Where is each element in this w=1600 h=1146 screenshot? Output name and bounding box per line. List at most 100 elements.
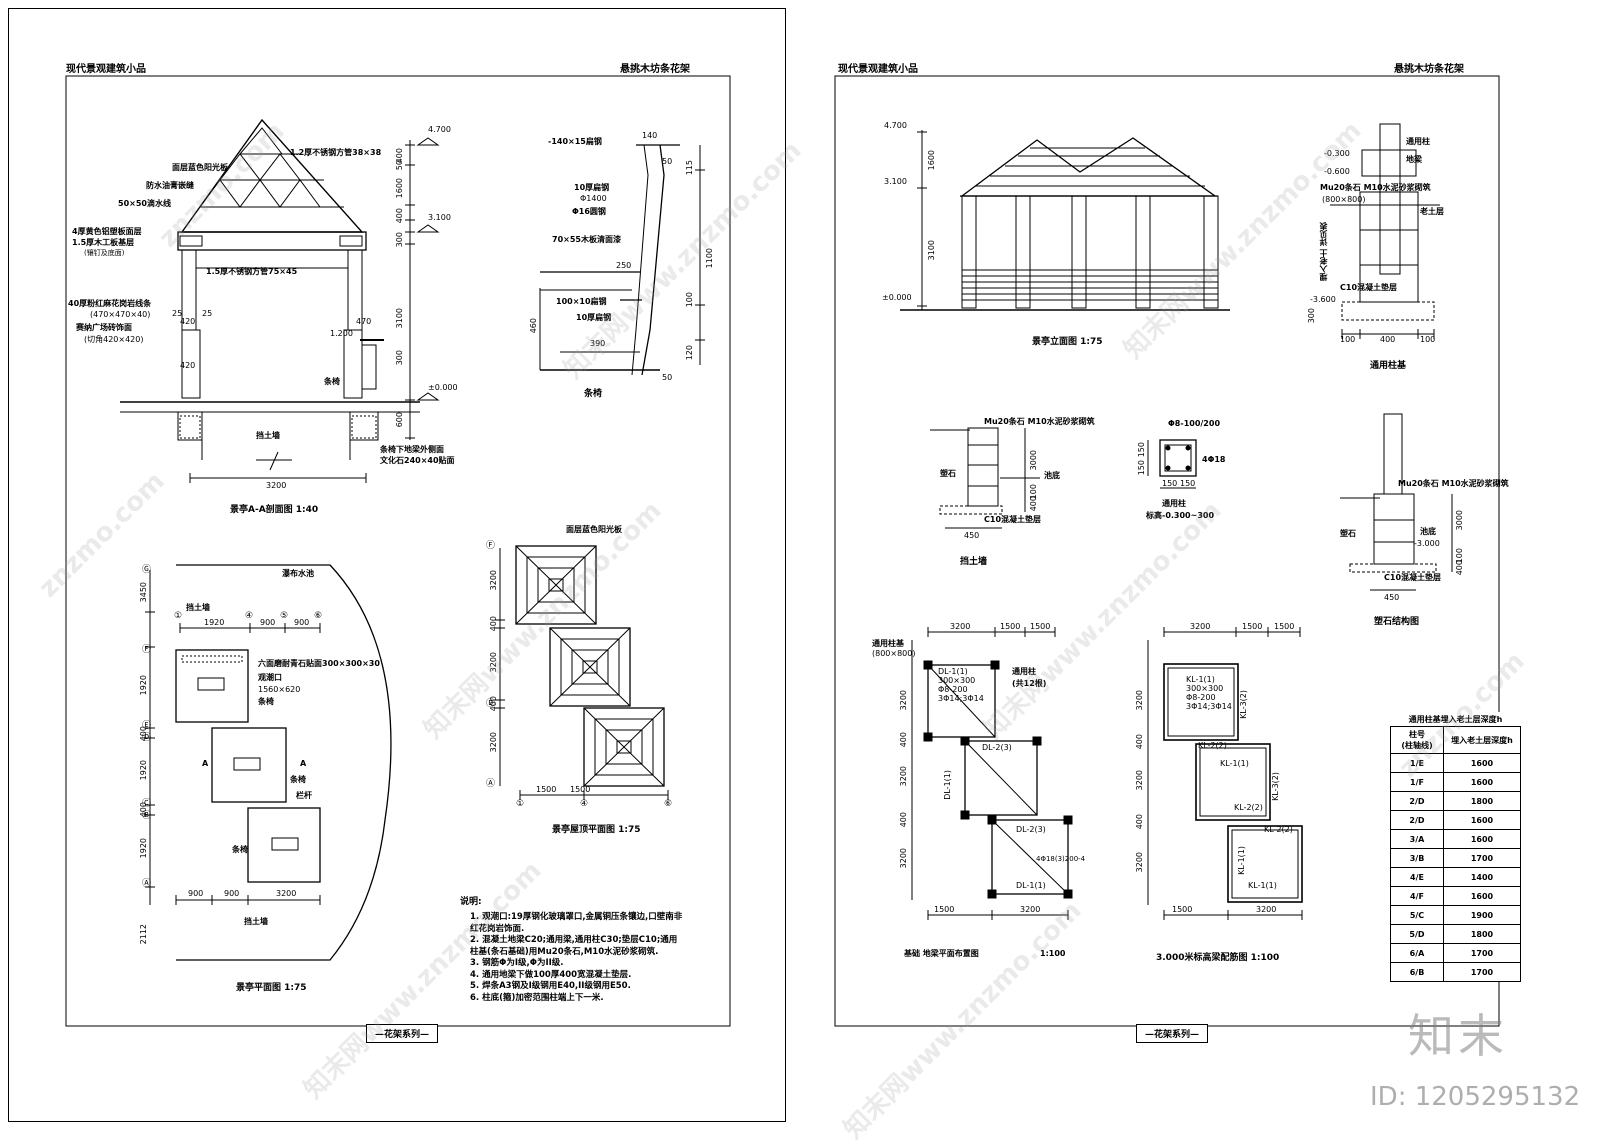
section-note-11: 赛纳广场砖饰面 <box>76 323 132 332</box>
section-note-15: 条椅下地梁外侧面 <box>380 445 444 454</box>
plan-note-8: 栏杆 <box>296 791 312 800</box>
bench-note-6: 100×10扁钢 <box>556 297 607 306</box>
table-cell: 5/C <box>1390 905 1444 925</box>
column-subtitle: 标高-0.300~300 <box>1146 511 1215 520</box>
colbase-elev-3600: -3.600 <box>1310 295 1336 304</box>
colbase-note-6: 埋入老土 详见表 <box>1319 222 1328 281</box>
colbase-dim-400: 400 <box>1380 335 1396 344</box>
section-note-10: (470×470×40) <box>90 310 151 319</box>
colbase-dim-100a: 100 <box>1340 335 1356 344</box>
beam-dim-3200c: 3200 <box>1135 852 1144 873</box>
section-dim-470: 470 <box>356 317 372 326</box>
found-note-2: (800×800) <box>872 649 916 658</box>
table-cell: 2/D <box>1390 810 1444 830</box>
retain-dim-400: 400 <box>1029 496 1038 512</box>
found-note-3: 通用柱 <box>1012 667 1036 676</box>
right-header-title: 悬挑木坊条花架 <box>1394 64 1464 75</box>
table-cell: 1700 <box>1443 943 1521 963</box>
beam-note-9: KL-2(2) <box>1234 803 1263 812</box>
table-cell: 6/A <box>1390 943 1444 963</box>
explain-line: 3. 钢筋Φ为I级,Φ为II级. <box>470 958 564 968</box>
retain-note-3: 池底 <box>1044 471 1060 480</box>
retain-dim-3000: 3000 <box>1029 450 1038 471</box>
rock-structure-title: 塑石结构图 <box>1374 617 1420 627</box>
bench-dim-140: 140 <box>642 131 658 140</box>
table-cell: 4/E <box>1390 867 1444 887</box>
colbase-note-3: Mu20条石 M10水泥砂浆砌筑 <box>1320 183 1431 192</box>
table-caption: 通用柱基埋入老土层深度h <box>1408 714 1503 724</box>
found-note-11: DL-2(3) <box>1016 825 1046 834</box>
beam-note-12: KL-1(1) <box>1248 881 1277 890</box>
beam-note-7: KL-1(1) <box>1220 759 1249 768</box>
roof-dim-1500b: 1500 <box>570 785 591 794</box>
column-dim-150b: 150 <box>1137 460 1146 476</box>
roof-dim-1500a: 1500 <box>536 785 557 794</box>
bench-dim-1100: 1100 <box>705 248 714 269</box>
section-dim-1600: 1600 <box>395 178 404 199</box>
section-dim-420a: 420 <box>180 317 196 326</box>
explain-line: 1. 观潮口:19厚钢化玻璃罩口,金属铜压条镶边,口壁南非 <box>470 912 683 922</box>
plan-section-mark-a1: A <box>202 759 209 768</box>
column-note-1: Φ8-100/200 <box>1168 419 1221 428</box>
roof-axis-4: ④ <box>580 799 589 809</box>
bench-dim-390: 390 <box>590 339 606 348</box>
explain-title: 说明: <box>460 897 482 907</box>
found-dim-1500a: 1500 <box>1000 622 1021 631</box>
plan-dim-1920c: 1920 <box>139 838 148 859</box>
table-cell: 1600 <box>1443 829 1521 849</box>
found-dim-3200c: 3200 <box>899 848 908 869</box>
retaining-wall-drawing <box>930 427 1040 529</box>
rock-dim-400: 400 <box>1455 560 1464 576</box>
beam-note-5: KL-3(2) <box>1239 690 1248 719</box>
table-cell: 1900 <box>1443 905 1521 925</box>
section-note-3: 防水油膏嵌缝 <box>146 181 194 190</box>
section-dim-400b: 400 <box>395 208 404 224</box>
beam-note-4: 3Φ14;3Φ14 <box>1186 702 1232 711</box>
found-dim-3200a: 3200 <box>899 690 908 711</box>
rock-structure-drawing <box>1340 413 1453 591</box>
bench-dim-250: 250 <box>616 261 632 270</box>
retain-note-1: Mu20条石 M10水泥砂浆砌筑 <box>984 417 1095 426</box>
left-header-project: 现代景观建筑小品 <box>66 64 146 75</box>
retain-note-2: 塑石 <box>940 469 956 478</box>
colbase-note-4: (800×800) <box>1322 195 1366 204</box>
plan-dim-3200: 3200 <box>276 889 297 898</box>
plan-drawing <box>145 564 392 961</box>
found-dim-1500c: 1500 <box>934 905 955 914</box>
foundation-plan-drawing <box>911 627 1073 920</box>
section-note-9: 40厚粉红麻花岗岩线条 <box>68 299 152 308</box>
roof-axis-6: ⑥ <box>664 799 673 809</box>
image-id-label: ID: 1205295132 <box>1370 1082 1581 1112</box>
plan-dim-1920-top: 1920 <box>204 618 225 627</box>
table-cell: 1400 <box>1443 867 1521 887</box>
retain-dim-450: 450 <box>964 531 980 540</box>
beam-dim-3200b: 3200 <box>1135 770 1144 791</box>
section-dim-300b: 300 <box>395 350 404 366</box>
section-elev-0: ±0.000 <box>428 383 458 392</box>
table-cell: 1800 <box>1443 791 1521 811</box>
plan-axis-6: ⑥ <box>314 611 323 621</box>
roof-axis-d: Ⓓ <box>486 699 496 709</box>
bench-note-1: -140×15扁钢 <box>548 137 602 146</box>
left-footer-series: —花架系列— <box>366 1024 439 1043</box>
column-note-2: 4Φ18 <box>1202 455 1226 464</box>
section-dim-3100: 3100 <box>395 308 404 329</box>
beam-plan-title: 3.000米标高梁配筋图 1:100 <box>1156 953 1280 963</box>
roof-axis-f: Ⓕ <box>486 541 496 551</box>
section-note-7: (镶钉及底面) <box>84 249 125 257</box>
rock-note-4: -3.000 <box>1414 539 1440 548</box>
table-cell: 1/F <box>1390 772 1444 792</box>
table-cell: 3/A <box>1390 829 1444 849</box>
section-elev-3100: 3.100 <box>428 213 451 222</box>
section-note-16: 文化石240×40贴面 <box>380 456 455 465</box>
found-note-1: 通用柱基 <box>872 639 904 648</box>
elevation-title: 景亭立面图 1:75 <box>1032 337 1103 347</box>
plan-axis-c: Ⓒ <box>142 799 152 809</box>
